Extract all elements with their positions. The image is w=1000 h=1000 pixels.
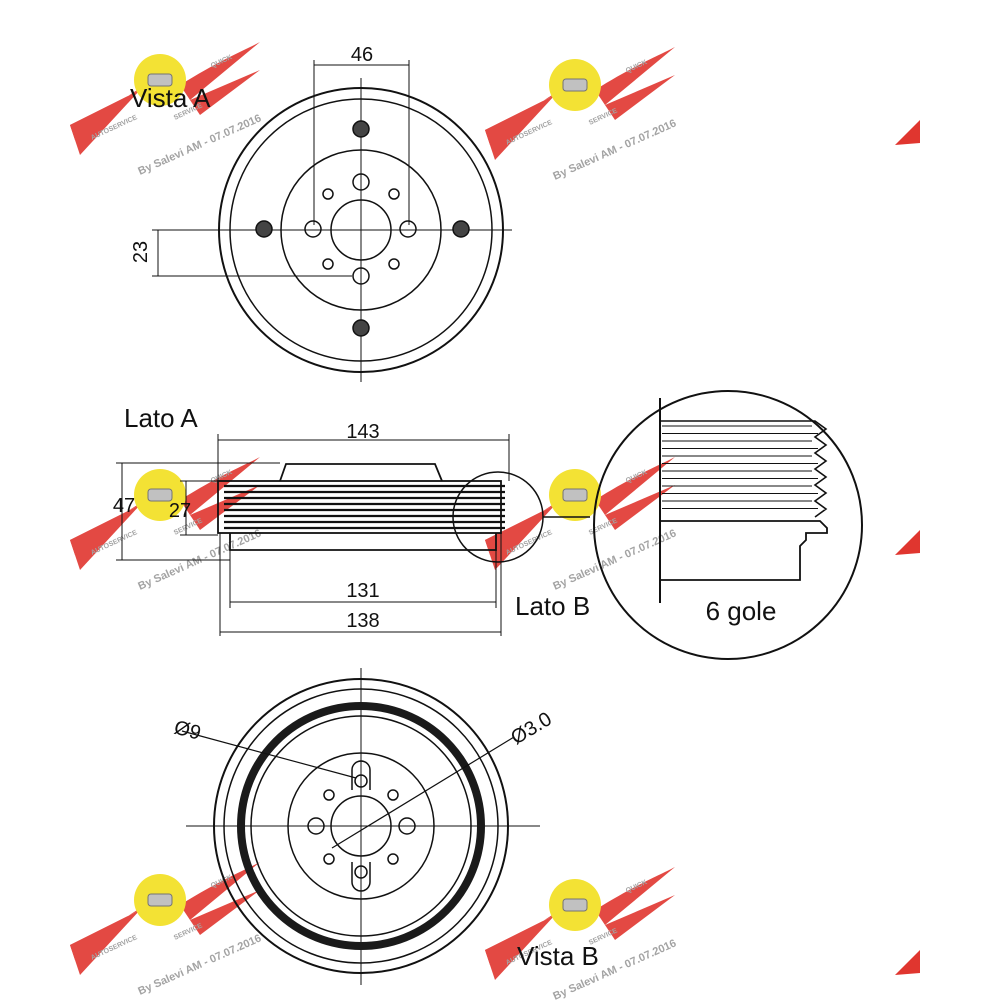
vista-b-hub-ring	[287, 752, 435, 900]
watermark-wing-left	[70, 910, 140, 975]
dia30-label: Ø3.0	[507, 708, 555, 749]
watermark-wing-right	[190, 485, 260, 530]
watermark-stamp: By Salevi AM - 07.07.2016AUTOSERVICESERV…	[70, 862, 263, 998]
vista-b-small-hole	[323, 853, 335, 865]
watermark-wing-right	[180, 42, 260, 100]
watermark-badge-icon	[562, 898, 588, 912]
detail-label: 6 gole	[706, 596, 777, 626]
dim-143-label: 143	[346, 421, 379, 443]
vista-a-threaded-hole	[352, 120, 370, 138]
watermark-stamp: By Salevi AM - 07.07.2016AUTOSERVICESERV…	[485, 867, 678, 1000]
watermark-wing-right	[605, 485, 675, 530]
vista-a-bolt-hole	[352, 267, 370, 285]
watermark-badge-icon	[147, 893, 173, 907]
vista-b-center-bore	[330, 795, 392, 857]
detail-groove-profile	[660, 420, 828, 518]
watermark-badge-icon	[147, 73, 173, 87]
side-belt-body	[217, 480, 502, 534]
watermark-wing-left	[70, 90, 140, 155]
vista-a-bolt-hole	[304, 220, 322, 238]
vista-b-view	[181, 668, 540, 985]
vista-b-bolt-hole	[307, 817, 325, 835]
dim-131-label: 131	[346, 580, 379, 602]
side-flange	[229, 533, 497, 551]
dim-23-label: 23	[130, 241, 152, 263]
watermark-wing-right	[190, 70, 260, 115]
dim-47-label: 47	[113, 495, 135, 517]
watermark-edge-wing	[895, 950, 920, 975]
vista-a-view	[152, 60, 512, 382]
watermark-badge-icon	[147, 488, 173, 502]
vista-a-threaded-hole	[452, 220, 470, 238]
lato-b-label: Lato B	[515, 591, 590, 621]
watermark-wing-left	[485, 505, 555, 570]
vista-b-hole	[354, 774, 368, 788]
vista-a-small-hole	[322, 258, 334, 270]
vista-b-small-hole	[387, 789, 399, 801]
side-hub-top	[279, 463, 443, 482]
vista-b-label: Vista B	[517, 941, 599, 971]
watermark-wing-right	[190, 890, 260, 935]
watermark-wing-right	[180, 862, 260, 920]
side-view	[116, 434, 590, 636]
vista-b-small-hole	[323, 789, 335, 801]
dim-27-label: 27	[169, 500, 191, 522]
vista-b-bolt-hole	[398, 817, 416, 835]
vista-a-threaded-hole	[255, 220, 273, 238]
vista-a-bolt-hole	[399, 220, 417, 238]
vista-b-slot	[351, 760, 371, 790]
vista-a-small-hole	[322, 188, 334, 200]
vista-b-slot	[351, 862, 371, 892]
vista-a-small-hole	[388, 258, 400, 270]
vista-a-bolt-hole	[352, 173, 370, 191]
watermark-wing-right	[605, 895, 675, 940]
watermark-wing-right	[180, 457, 260, 515]
vista-b-damper-ring	[237, 702, 485, 950]
vista-a-threaded-hole	[352, 319, 370, 337]
dim-138-label: 138	[346, 610, 379, 632]
watermark-stamp: By Salevi AM - 07.07.2016AUTOSERVICESERV…	[485, 457, 678, 593]
watermark-wing-right	[605, 75, 675, 120]
dia9-label: Ø9	[172, 717, 203, 745]
watermark-edge-wing	[895, 120, 920, 145]
vista-b-rim-2	[223, 688, 499, 964]
watermark-badge-icon	[562, 78, 588, 92]
vista-b-inner-rim	[250, 715, 472, 937]
watermark-edge-wing	[895, 530, 920, 555]
vista-b-outer-rim	[213, 678, 509, 974]
watermark-badge-icon	[562, 488, 588, 502]
watermark-text: By Salevi AM - 07.07.2016	[551, 117, 678, 182]
vista-b-small-hole	[387, 853, 399, 865]
dia9-leader	[181, 730, 357, 779]
watermark-wing-left	[485, 915, 555, 980]
watermark-wing-right	[595, 457, 675, 515]
vista-a-label: Vista A	[130, 83, 211, 113]
watermark-text: By Salevi AM - 07.07.2016	[136, 112, 263, 177]
watermark-wing-left	[485, 95, 555, 160]
vista-b-hole	[354, 865, 368, 879]
dim-46-label: 46	[351, 44, 373, 66]
watermark-wing-right	[595, 47, 675, 105]
watermark-text: By Salevi AM - 07.07.2016	[136, 932, 263, 997]
dia30-leader	[331, 736, 515, 849]
watermark-wing-right	[595, 867, 675, 925]
watermark-stamp: By Salevi AM - 07.07.2016AUTOSERVICESERV…	[485, 47, 678, 183]
detail-view	[593, 390, 863, 660]
vista-a-small-hole	[388, 188, 400, 200]
detail-circle	[593, 390, 863, 660]
lato-a-label: Lato A	[124, 403, 198, 433]
watermark-stamp: By Salevi AM - 07.07.2016AUTOSERVICESERV…	[70, 457, 263, 593]
detail-flange	[660, 520, 828, 581]
